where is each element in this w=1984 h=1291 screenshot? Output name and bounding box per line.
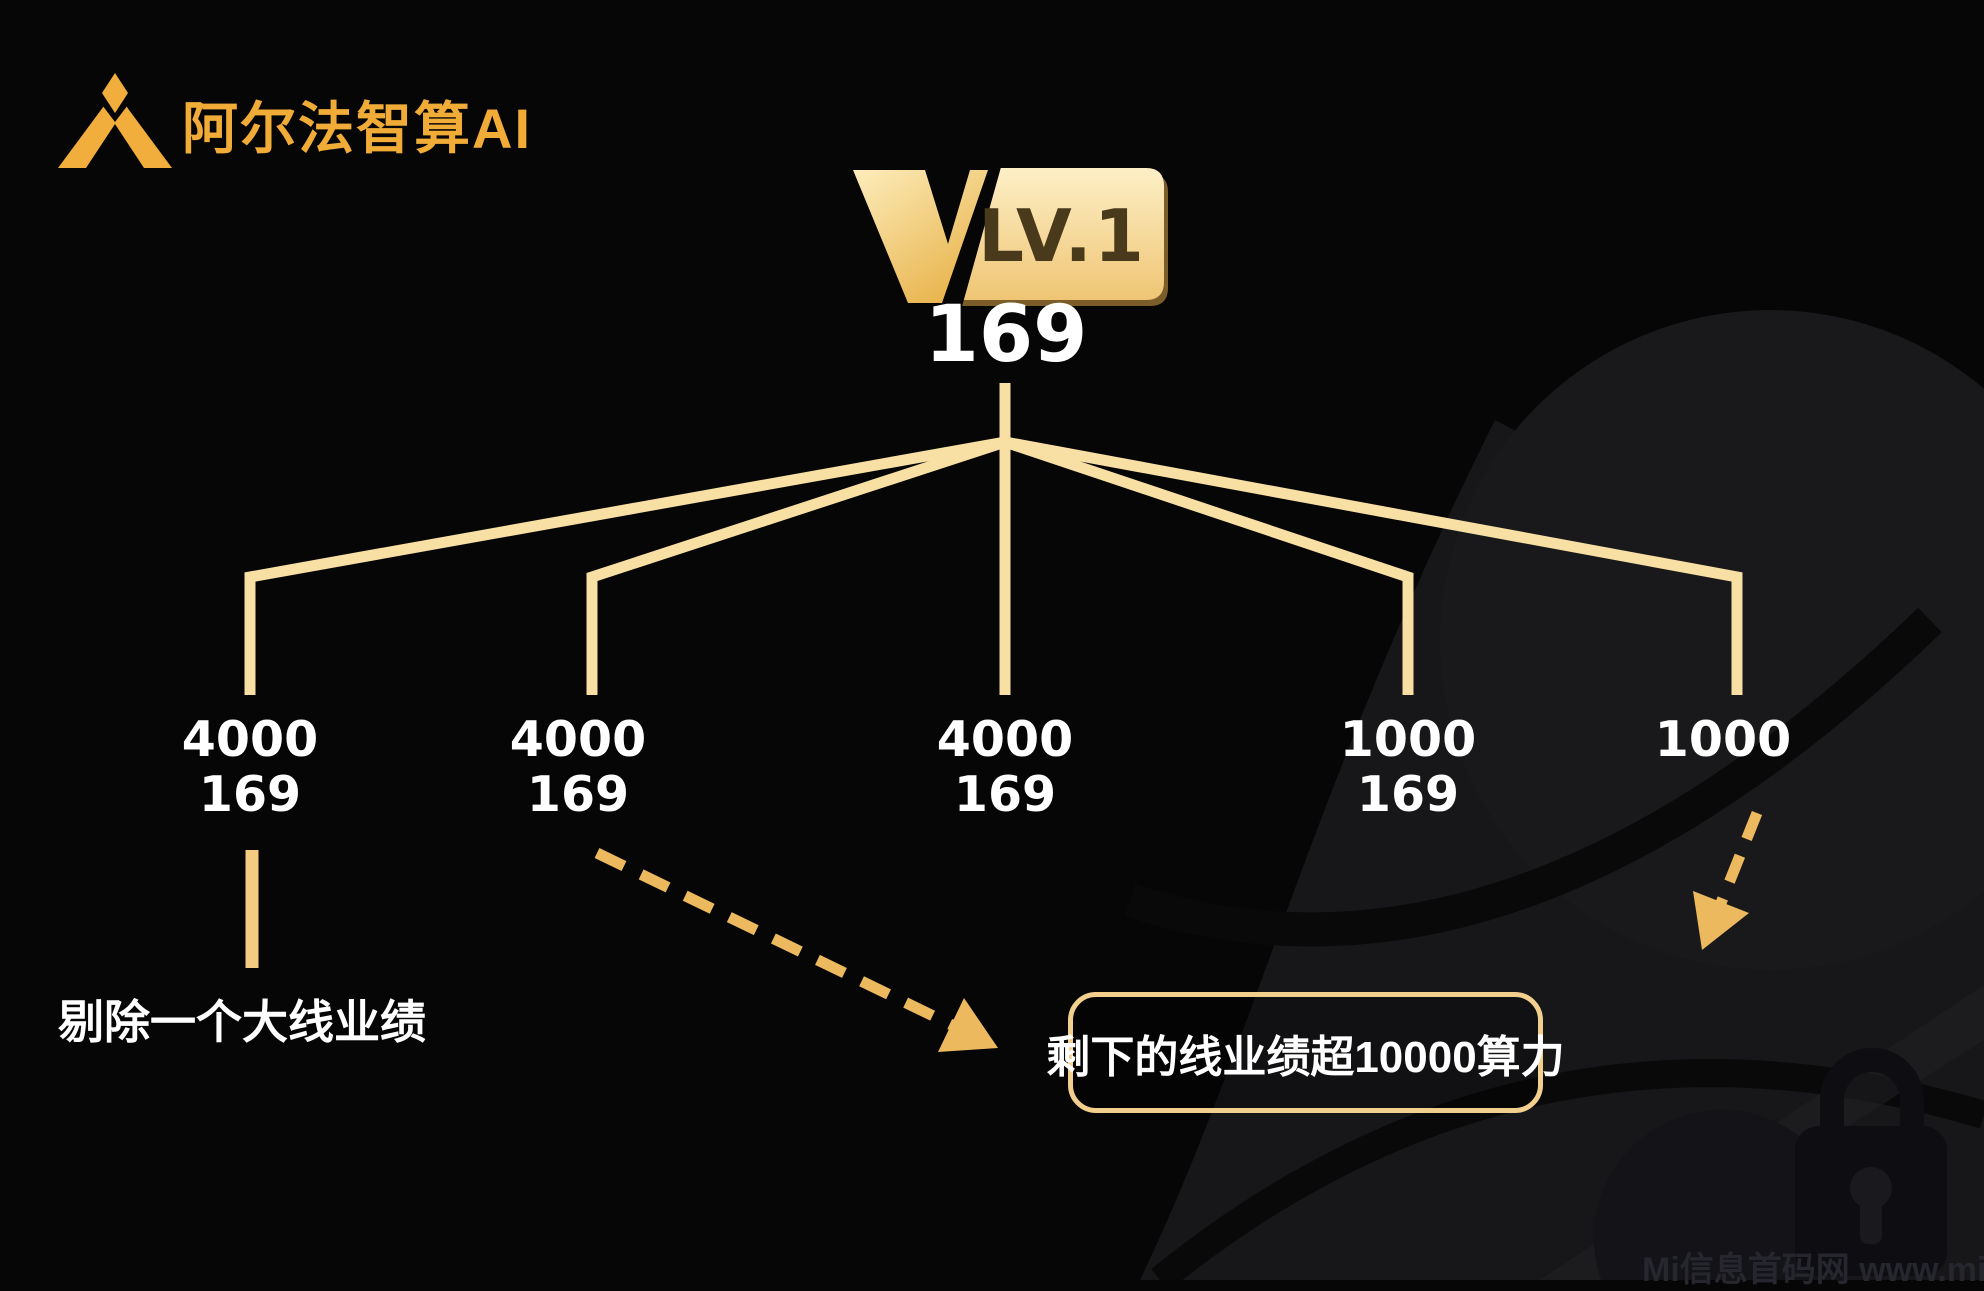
root-node-value: 169 bbox=[924, 290, 1088, 380]
child-3-value: 4000 bbox=[936, 711, 1074, 768]
child-2-value: 4000 bbox=[509, 711, 647, 768]
level-badge: LV.1 bbox=[853, 160, 1168, 310]
connector-child-2 bbox=[586, 436, 1007, 695]
dashed-arrow-child-2 bbox=[594, 848, 961, 1033]
padlock-icon bbox=[1795, 1048, 1947, 1276]
child-node-4: 1000 169 bbox=[1248, 712, 1568, 822]
child-3-sub-value: 169 bbox=[953, 766, 1057, 823]
badge-v-glyph bbox=[853, 170, 988, 303]
arrowhead-child-2 bbox=[938, 998, 998, 1052]
remove-line-note: 剔除一个大线业绩 bbox=[58, 996, 426, 1048]
connector-child-5 bbox=[1004, 436, 1743, 695]
child-5-value: 1000 bbox=[1654, 711, 1792, 768]
connector-child-4 bbox=[1003, 436, 1414, 695]
child-node-1: 4000 169 bbox=[90, 712, 410, 822]
badge-level-label: LV.1 bbox=[978, 194, 1146, 278]
remaining-performance-box: 剩下的线业绩超10000算力 bbox=[1046, 992, 1565, 1113]
child-4-value: 1000 bbox=[1339, 711, 1477, 768]
site-watermark-text: Mi信息首码网 www.mixinxi bbox=[1642, 1251, 1984, 1289]
connector-child-1 bbox=[244, 436, 1006, 695]
child-node-5: 1000 bbox=[1563, 712, 1883, 767]
child-2-sub-value: 169 bbox=[526, 766, 630, 823]
brand-logo-triangle-icon bbox=[58, 66, 172, 168]
brand-name: 阿尔法智算AI bbox=[182, 97, 532, 160]
arrowhead-child-5 bbox=[1693, 891, 1749, 950]
level-plate bbox=[952, 168, 1164, 300]
child-node-2: 4000 169 bbox=[418, 712, 738, 822]
child-4-sub-value: 169 bbox=[1356, 766, 1460, 823]
child-1-value: 4000 bbox=[181, 711, 319, 768]
remaining-performance-text: 剩下的线业绩超10000算力 bbox=[1046, 1032, 1565, 1082]
child-1-sub-value: 169 bbox=[198, 766, 302, 823]
child-node-3: 4000 169 bbox=[845, 712, 1165, 822]
dashed-arrow-child-5 bbox=[1711, 810, 1763, 916]
